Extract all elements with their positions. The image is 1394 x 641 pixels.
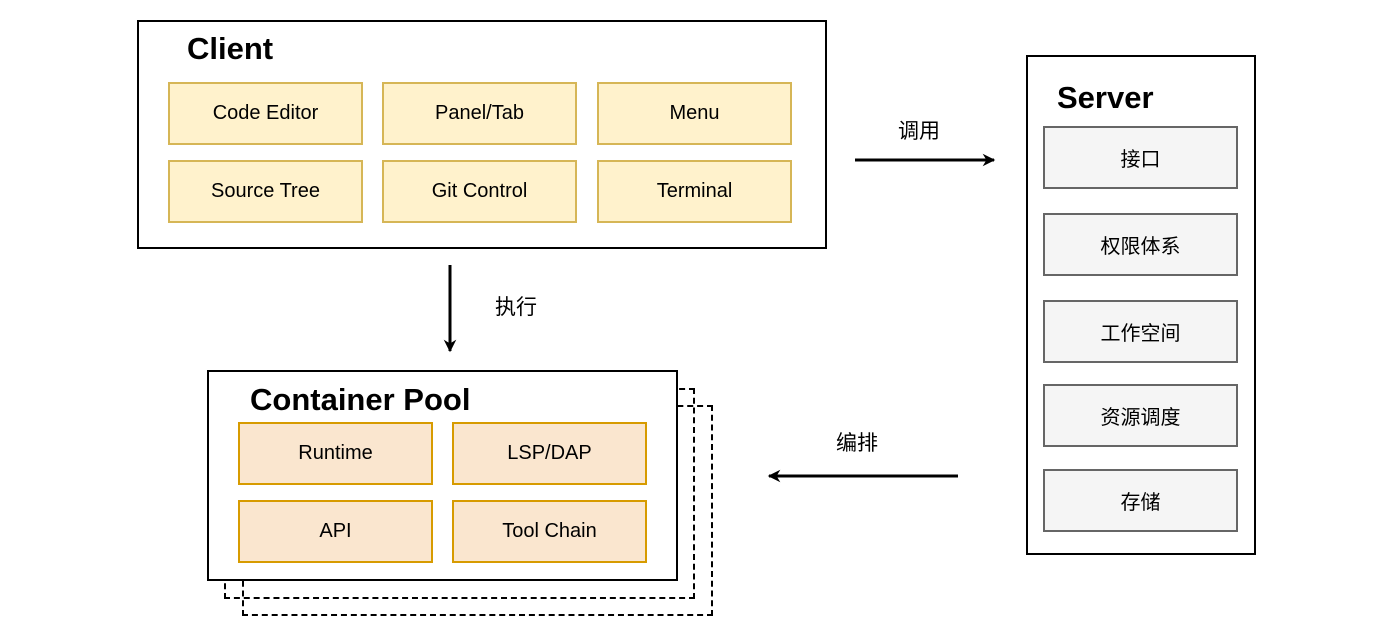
client-module-panel-tab: Panel/Tab: [382, 82, 577, 145]
client-module-source-tree: Source Tree: [168, 160, 363, 223]
server-module-storage: 存储: [1043, 469, 1238, 532]
client-module-code-editor: Code Editor: [168, 82, 363, 145]
edge-label-orchestrate: 编排: [836, 432, 878, 455]
server-module-scheduling: 资源调度: [1043, 384, 1238, 447]
container-module-lsp-dap: LSP/DAP: [452, 422, 647, 485]
container-module-api: API: [238, 500, 433, 563]
client-module-git-control: Git Control: [382, 160, 577, 223]
container-pool-title: Container Pool: [250, 382, 471, 417]
server-module-permissions: 权限体系: [1043, 213, 1238, 276]
edge-label-invoke: 调用: [898, 120, 940, 143]
container-module-runtime: Runtime: [238, 422, 433, 485]
edge-label-execute: 执行: [495, 296, 537, 319]
server-module-interface: 接口: [1043, 126, 1238, 189]
client-module-menu: Menu: [597, 82, 792, 145]
client-module-terminal: Terminal: [597, 160, 792, 223]
server-module-workspace: 工作空间: [1043, 300, 1238, 363]
client-title: Client: [187, 31, 274, 66]
server-title: Server: [1057, 80, 1154, 115]
container-module-tool-chain: Tool Chain: [452, 500, 647, 563]
